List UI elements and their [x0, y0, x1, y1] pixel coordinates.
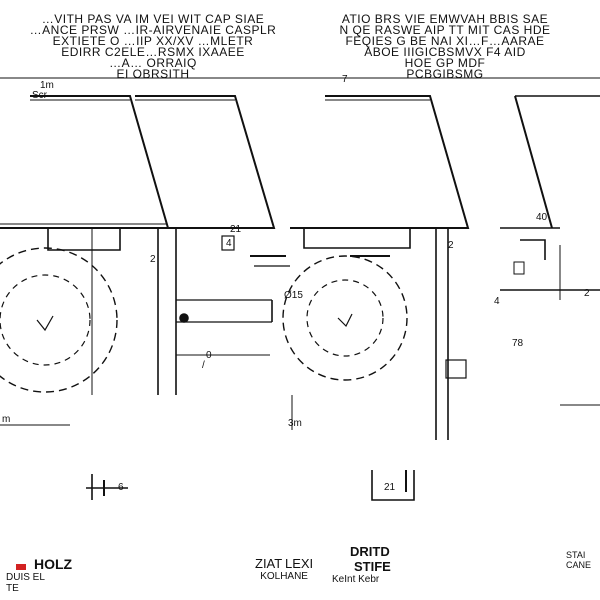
header-right-line: PCBGIBSMG: [406, 67, 484, 81]
dim-center-bottom: 3m: [288, 418, 302, 429]
right-foot: [445, 359, 467, 379]
footer-right-brand-name: DRITD: [350, 544, 390, 559]
dim-left-small: 4: [226, 238, 232, 249]
header-left-line: …VITH PAS VA IM VEI WIT CAP SIAE: [41, 12, 265, 26]
dim-left-small-2: 21: [230, 224, 242, 235]
footer-right-brand: DRITD STIFE KeInt Kebr: [332, 544, 391, 585]
header-left-notes: …VITH PAS VA IM VEI WIT CAP SIAE …ANCE P…: [8, 12, 298, 81]
right-lamp: [282, 95, 470, 440]
dim-diameter: Ø15: [284, 290, 303, 301]
middle-pivot: [179, 313, 189, 323]
footer-left-sub-2: TE: [6, 583, 19, 594]
left-cup: [47, 228, 121, 251]
footer-middle-brand: ZIAT LEXI KOLHANE: [255, 556, 313, 582]
right-stem: [435, 228, 449, 440]
header-left-line: EXTIETE O …IIP XX/XV …MLETR: [52, 34, 254, 48]
far-right-knob: [513, 261, 525, 275]
header-right-line: N QE RASWE AIP TT MIT CAS HDE: [339, 23, 551, 37]
footer-corner-brand: STAI CANE: [566, 550, 591, 570]
footer-mid-brand-a: ZIAT: [255, 556, 283, 571]
dim-left-m: m: [2, 414, 10, 425]
right-base-circle-inner: [306, 279, 384, 357]
dim-top-right-mark: 7: [342, 74, 348, 85]
bottom-bracket: [371, 470, 415, 501]
dim-center-o: 0: [206, 350, 212, 361]
right-center-mark: [337, 313, 353, 328]
far-right-arm: [500, 239, 600, 291]
header-right-line: ATIO BRS VIE EMWVAH BBIS SAE: [341, 12, 549, 26]
bottom-details: [86, 395, 437, 501]
far-right-lamp: [500, 95, 600, 406]
header-left-line: EI OBRSITH: [116, 67, 190, 81]
dim-right-78: 78: [512, 338, 524, 349]
footer-right-sub: KeInt Kebr: [332, 574, 380, 585]
header-left-line: EDIRR C2ELE…RSMX IXAAEE: [61, 45, 245, 59]
header-left-line: …A… ORRAIQ: [109, 56, 197, 70]
far-right-shade: [500, 95, 600, 229]
dim-top-sub: Scr: [32, 90, 48, 101]
left-lamp: [0, 95, 170, 426]
left-shade: [0, 95, 170, 229]
footer-left-brand: HOLZ DUIS EL TE: [6, 556, 72, 594]
header-right-notes: ATIO BRS VIE EMWVAH BBIS SAE N QE RASWE …: [300, 12, 590, 81]
header-right-line: ABOE IIIGICBSMVX F4 AID: [364, 45, 526, 59]
dim-right-far: 2: [584, 288, 590, 299]
footer-corner: STAI: [566, 550, 586, 560]
right-cup: [303, 228, 411, 249]
dim-mid-right: 2: [448, 240, 454, 251]
left-base-circle: [0, 247, 118, 393]
dim-mid-left: 2: [150, 254, 156, 265]
footer-left-sub: DUIS EL: [6, 572, 45, 583]
footer-mid-brand-b: LEXI: [284, 556, 314, 571]
header-right-line: FEQIES G BE NAI XI…F…AARAE: [345, 34, 545, 48]
dim-right-angle: 40: [536, 212, 548, 223]
left-center-mark: [36, 315, 54, 332]
right-shade: [290, 95, 470, 229]
dim-top-width: 1m: [40, 80, 54, 91]
header-right-line: HOE GP MDF: [404, 56, 486, 70]
dim-center-mark: /: [202, 360, 205, 371]
footer-right-brand-name-2: STIFE: [354, 559, 391, 574]
middle-stem: [157, 228, 177, 395]
bottom-left-bracket: [86, 474, 128, 500]
middle-shade: [96, 95, 276, 229]
footer-mid-sub: KOLHANE: [260, 571, 308, 582]
middle-lamp: [96, 95, 290, 395]
dim-bottom-left-g: 6: [118, 482, 124, 493]
right-base-circle: [282, 255, 408, 381]
left-base-circle-inner: [0, 274, 91, 366]
dim-bottom-21: 21: [384, 482, 396, 493]
dim-right-g: 4: [494, 296, 500, 307]
footer-left-brand-name: HOLZ: [34, 556, 73, 572]
middle-fitting: [221, 235, 235, 251]
header-left-line: …ANCE PRSW …IR-AIRVENAIE CASPLR: [29, 23, 277, 37]
brand-accent-mark: [16, 564, 26, 570]
far-right-shade-side: [514, 95, 553, 229]
footer-corner-2: CANE: [566, 560, 592, 570]
